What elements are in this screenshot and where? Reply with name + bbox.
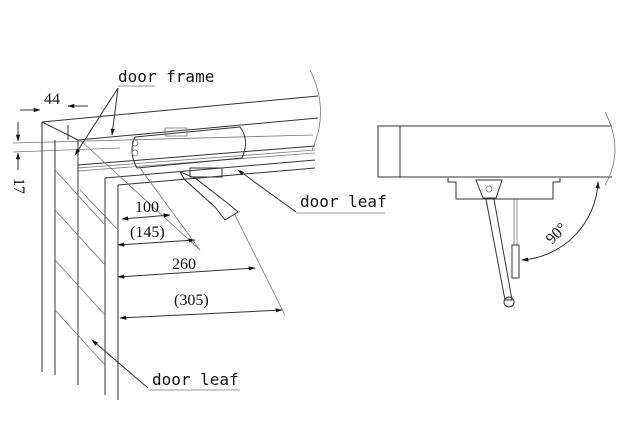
dim-260: 260 [172, 256, 196, 273]
dim-44: 44 [44, 91, 60, 108]
top-view: 90° [377, 111, 616, 308]
door-leaf-label-top: door leaf [300, 192, 387, 211]
door-frame-label: door frame [118, 67, 214, 86]
door-closer-arm [178, 167, 239, 221]
door-leaf-label-bottom: door leaf [152, 370, 239, 389]
dim-305: (305) [174, 292, 209, 309]
angle-90-label: 90° [543, 220, 571, 248]
frame-perspective-view: door frame door leaf door leaf 44 17 100… [10, 67, 387, 400]
dim-17: 17 [10, 178, 27, 194]
door-closer-body [131, 126, 246, 169]
dim-100: 100 [135, 199, 159, 216]
dim-145: (145) [130, 224, 165, 241]
